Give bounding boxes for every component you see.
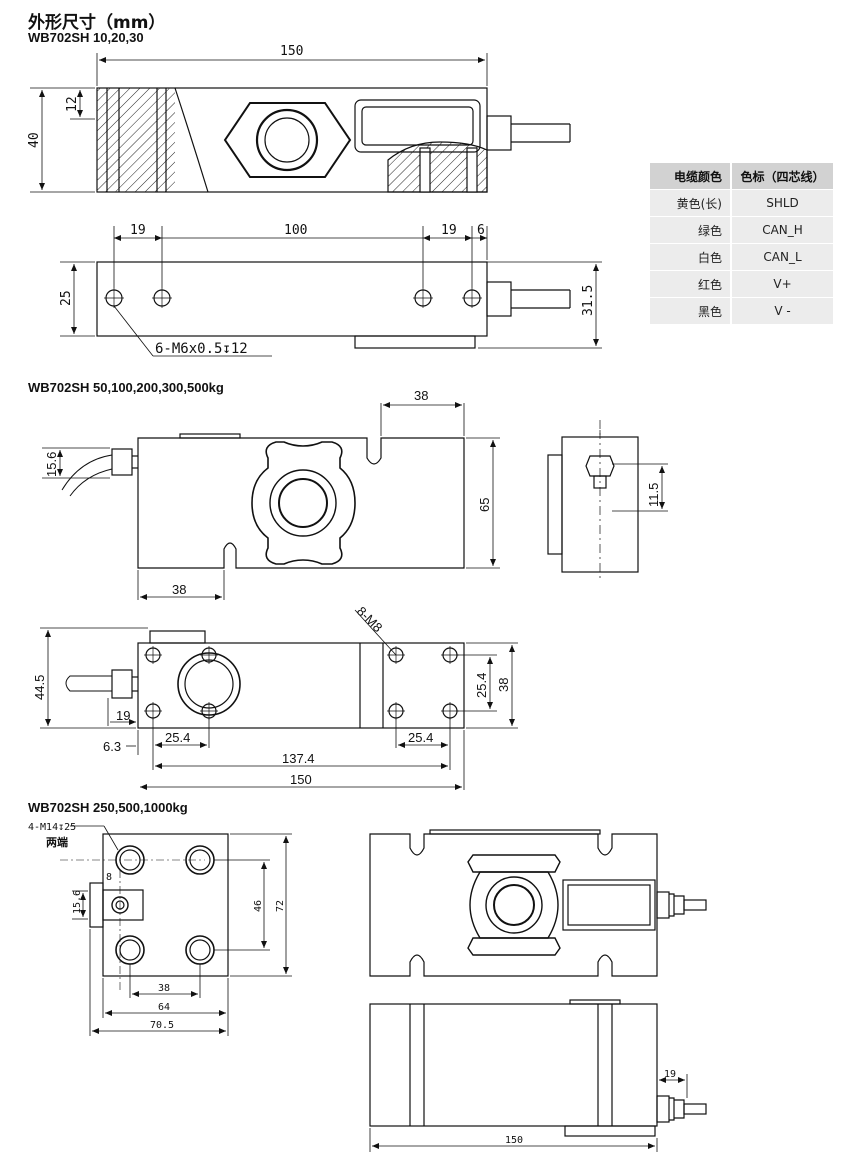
s3-end-view	[60, 833, 229, 990]
page-title: 外形尺寸（mm）	[28, 13, 166, 33]
section-title-2: WB702SH 50,100,200,300,500kg	[28, 380, 224, 395]
dim-s2-25-4-b: 25.4	[408, 730, 433, 745]
signal-label: CAN_L	[730, 243, 833, 271]
dim-s2-38-bottom: 38	[172, 582, 186, 597]
dim-s3-19: 19	[664, 1069, 676, 1080]
dim-s3-38: 38	[158, 983, 170, 994]
dim-s2-11-5: 11.5	[646, 483, 661, 507]
cable-color: 绿色	[650, 216, 731, 244]
dim-s2-25-4-c: 25.4	[474, 673, 489, 698]
signal-label: V -	[730, 297, 833, 325]
signal-label: V+	[730, 270, 833, 298]
s2-front-view	[61, 433, 465, 569]
dim-s2-25-4-a: 25.4	[165, 730, 190, 745]
signal-label: SHLD	[730, 189, 833, 217]
dim-s2-44-5: 44.5	[32, 675, 47, 700]
wiring-table: 电缆颜色 色标（四芯线） 黄色(长) SHLD 绿色 CAN_H 白色 CAN_…	[650, 163, 833, 325]
dim-s3-64: 64	[158, 1002, 170, 1013]
s1-plan-view	[96, 261, 571, 357]
dim-s3-150: 150	[505, 1135, 523, 1146]
dim-s1-100: 100	[284, 223, 307, 238]
dim-s3-72: 72	[275, 900, 286, 912]
dim-s2-6-3: 6.3	[103, 739, 121, 754]
dim-s1-19a: 19	[130, 223, 146, 238]
dim-s1-150: 150	[280, 44, 303, 59]
table-row: 白色 CAN_L	[650, 243, 833, 271]
dim-s2-8-m8: 8-M8	[354, 604, 386, 636]
wiring-header-color: 电缆颜色	[650, 163, 731, 190]
dim-s2-38-right: 38	[496, 678, 511, 692]
dim-s3-8: 8	[106, 872, 112, 883]
s3-front-view	[369, 829, 707, 977]
dim-s1-31-5: 31.5	[581, 285, 596, 316]
dim-s3-ends: 两端	[46, 835, 68, 849]
table-row: 绿色 CAN_H	[650, 216, 833, 244]
s3-plan-view	[369, 999, 707, 1137]
dim-s2-137-4: 137.4	[282, 751, 315, 766]
table-row: 红色 V+	[650, 270, 833, 298]
dim-s3-70-5: 70.5	[150, 1020, 174, 1031]
signal-label: CAN_H	[730, 216, 833, 244]
dim-s2-19: 19	[116, 708, 130, 723]
dim-s3-46: 46	[253, 900, 264, 912]
dim-s1-19b: 19	[441, 223, 457, 238]
s1-side-view	[96, 87, 571, 193]
dim-s2-65: 65	[477, 498, 492, 512]
wiring-header-signal: 色标（四芯线）	[730, 163, 833, 190]
s2-end-view	[547, 420, 639, 580]
dim-s1-40: 40	[27, 132, 42, 148]
section-title-3: WB702SH 250,500,1000kg	[28, 800, 188, 815]
table-row: 黑色 V -	[650, 297, 833, 325]
dim-s1-6: 6	[477, 223, 485, 238]
cable-color: 黄色(长)	[650, 189, 731, 217]
dim-s2-38-top: 38	[414, 388, 428, 403]
dim-s3-15-6: 15.6	[72, 890, 83, 914]
dim-s2-150: 150	[290, 772, 312, 787]
dim-s3-m14: 4-M14↧25	[28, 822, 76, 833]
table-row: 黄色(长) SHLD	[650, 189, 833, 217]
dim-s1-25: 25	[59, 290, 74, 306]
dim-s2-15-6: 15.6	[44, 452, 59, 477]
cable-color: 黑色	[650, 297, 731, 325]
cable-color: 红色	[650, 270, 731, 298]
dim-s1-holes: 6-M6x0.5↧12	[155, 341, 248, 357]
cable-color: 白色	[650, 243, 731, 271]
section-title-1: WB702SH 10,20,30	[28, 30, 144, 45]
dim-s1-12: 12	[65, 96, 80, 112]
